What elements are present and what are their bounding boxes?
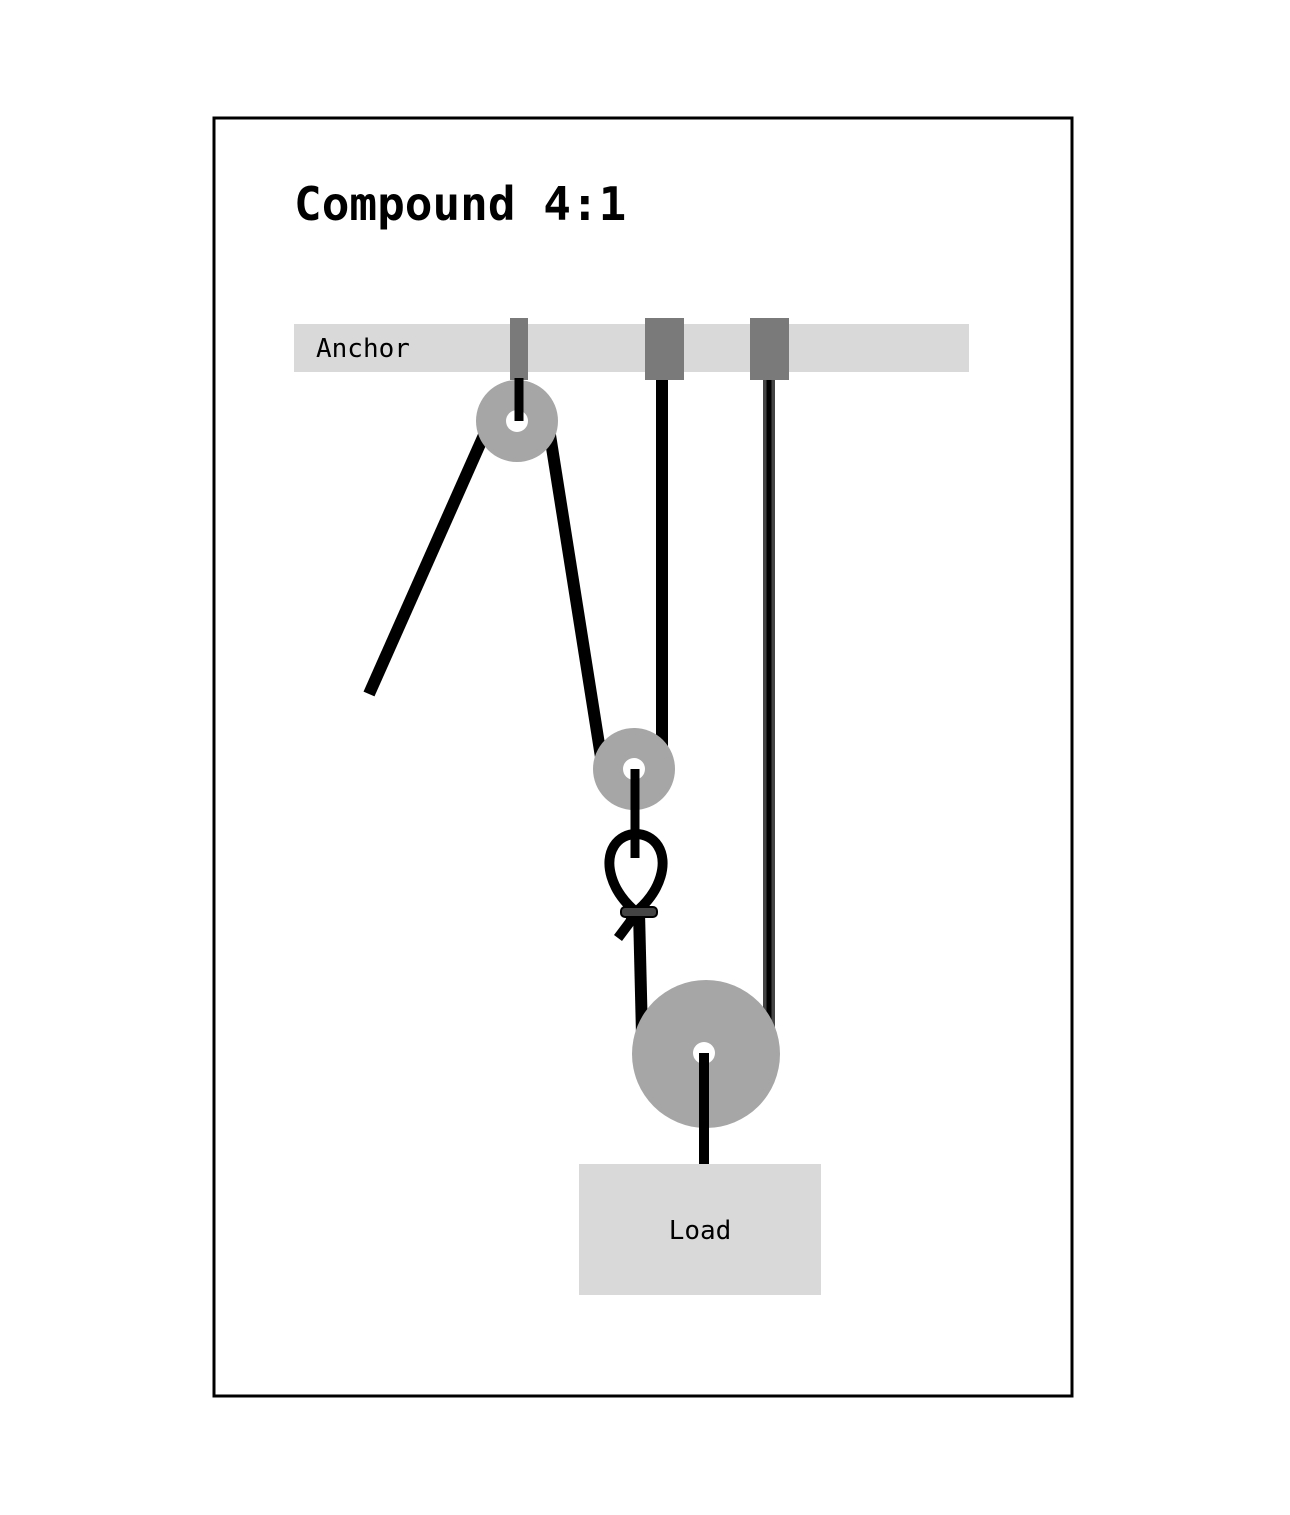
anchor-block-rope-2 — [645, 318, 684, 380]
diagram-frame — [212, 116, 1074, 1398]
anchor-block-pulley-1 — [510, 318, 528, 380]
rope-knot-to-bottom-pulley — [633, 911, 648, 1036]
anchor-block-rope-3 — [750, 318, 789, 380]
knot-loop — [604, 829, 668, 919]
load-box — [579, 1164, 821, 1295]
anchor-bar — [294, 324, 969, 372]
load-label: Load — [669, 1216, 732, 1246]
diagram-title: Compound 4:1 — [294, 177, 626, 231]
knot-wrap — [620, 906, 658, 918]
pull-rope — [363, 432, 490, 697]
rope-top-to-middle-pulley — [544, 434, 607, 758]
anchor-label: Anchor — [316, 334, 410, 364]
